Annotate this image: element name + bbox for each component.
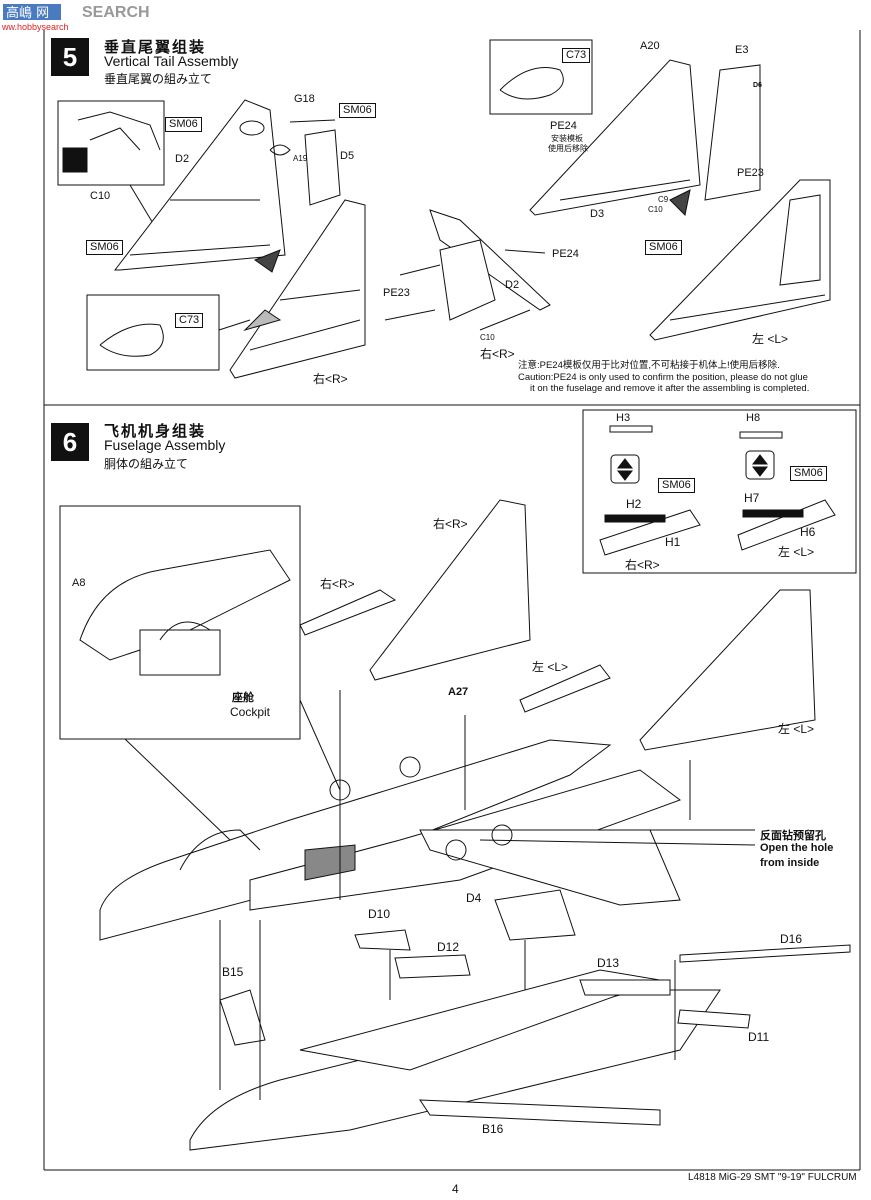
label-right-tail: 右<R>	[433, 517, 468, 531]
label-h7: H7	[744, 491, 760, 505]
caution-cn: 注意:PE24模板仅用于比对位置,不可粘接于机体上!使用后移除.	[518, 360, 780, 371]
cockpit-label-en: Cockpit	[230, 705, 271, 719]
hole-note-cn: 反面钻预留孔	[760, 830, 826, 842]
label-c10-mid: C10	[480, 333, 495, 342]
label-d3: D3	[590, 208, 605, 220]
watermark-brand: SEARCH	[82, 4, 150, 21]
label-c10: C10	[90, 190, 111, 202]
svg-text:高嶋 网: 高嶋 网	[6, 5, 49, 21]
hole-note-en-1: Open the hole	[760, 842, 834, 854]
label-d2-mid: D2	[505, 279, 520, 291]
label-sm06: SM06	[339, 103, 376, 118]
label-d10: D10	[368, 907, 391, 921]
label-h6: H6	[800, 525, 816, 539]
hole-note-en-2: from inside	[760, 857, 820, 869]
caution-en-1: Caution:PE24 is only used to confirm the…	[518, 372, 808, 383]
step-5-title-jp: 垂直尾翼の組み立て	[104, 72, 213, 86]
label-pe24-top: PE24	[550, 120, 577, 132]
label-sm06: SM06	[86, 240, 123, 255]
label-g18: G18	[294, 93, 315, 105]
label-right-stab: 右<R>	[320, 577, 355, 591]
label-a8: A8	[72, 577, 86, 589]
label-c10-top: C10	[648, 205, 663, 214]
label-sm06-h2: SM06	[658, 478, 695, 493]
label-c73: C73	[175, 313, 204, 328]
label-pe23: PE23	[383, 287, 410, 299]
label-d13: D13	[597, 956, 620, 970]
pe24-note-cn-2: 使用后移除	[548, 144, 588, 153]
step-6-title-jp: 胴体の組み立て	[104, 457, 189, 471]
step-5-title-en: Vertical Tail Assembly	[104, 53, 239, 69]
pe24-note-cn-1: 安装模板	[551, 134, 583, 143]
hobby-logo-icon: 高嶋 网	[3, 4, 61, 21]
label-d11: D11	[748, 1030, 770, 1044]
page-number: 4	[452, 1182, 459, 1196]
label-right-bottom: 右<R>	[313, 372, 348, 386]
label-pe24: PE24	[552, 248, 579, 260]
label-pe23-top: PE23	[737, 167, 764, 179]
caution-en-2: it on the fuselage and remove it after t…	[530, 383, 810, 394]
label-right-mid: 右<R>	[480, 347, 515, 361]
label-sm06: SM06	[645, 240, 682, 255]
label-sm06-h7: SM06	[790, 466, 827, 481]
label-left-h: 左 <L>	[778, 545, 815, 559]
cockpit-label-cn: 座舱	[232, 692, 254, 704]
step-6-title-en: Fuselage Assembly	[104, 437, 226, 453]
watermark-url: ww.hobbysearch	[2, 22, 69, 32]
label-left-stab: 左 <L>	[532, 660, 569, 674]
label-b16: B16	[482, 1122, 504, 1136]
label-d4: D4	[466, 891, 482, 905]
label-d2: D2	[175, 153, 190, 165]
label-h2: H2	[626, 497, 642, 511]
label-c9: C9	[658, 195, 669, 204]
label-h8: H8	[746, 412, 761, 424]
step-6-title-cn: 飞机机身组装	[104, 423, 207, 440]
footer-product: L4818 MiG-29 SMT "9-19" FULCRUM	[688, 1172, 857, 1183]
label-right-h: 右<R>	[625, 558, 660, 572]
label-h1: H1	[665, 535, 681, 549]
step-5-number: 5	[51, 38, 89, 76]
label-a27: A27	[448, 686, 469, 698]
label-a20: A20	[640, 40, 660, 52]
label-h3: H3	[616, 412, 631, 424]
label-d12: D12	[437, 940, 460, 954]
watermark-logo: 高嶋 网	[2, 2, 64, 24]
label-e3: E3	[735, 44, 749, 56]
label-left-step5: 左 <L>	[752, 332, 789, 346]
label-sm06: SM06	[165, 117, 202, 132]
label-left-tail: 左 <L>	[778, 722, 815, 736]
step-6-number: 6	[51, 423, 89, 461]
label-c73: C73	[562, 48, 591, 63]
label-a19: A19	[293, 154, 308, 163]
label-d16: D16	[780, 932, 803, 946]
label-d5: D5	[340, 150, 355, 162]
label-d6: D6	[753, 82, 762, 89]
label-b15: B15	[222, 965, 244, 979]
step-5-title-cn: 垂直尾翼组装	[104, 39, 207, 56]
